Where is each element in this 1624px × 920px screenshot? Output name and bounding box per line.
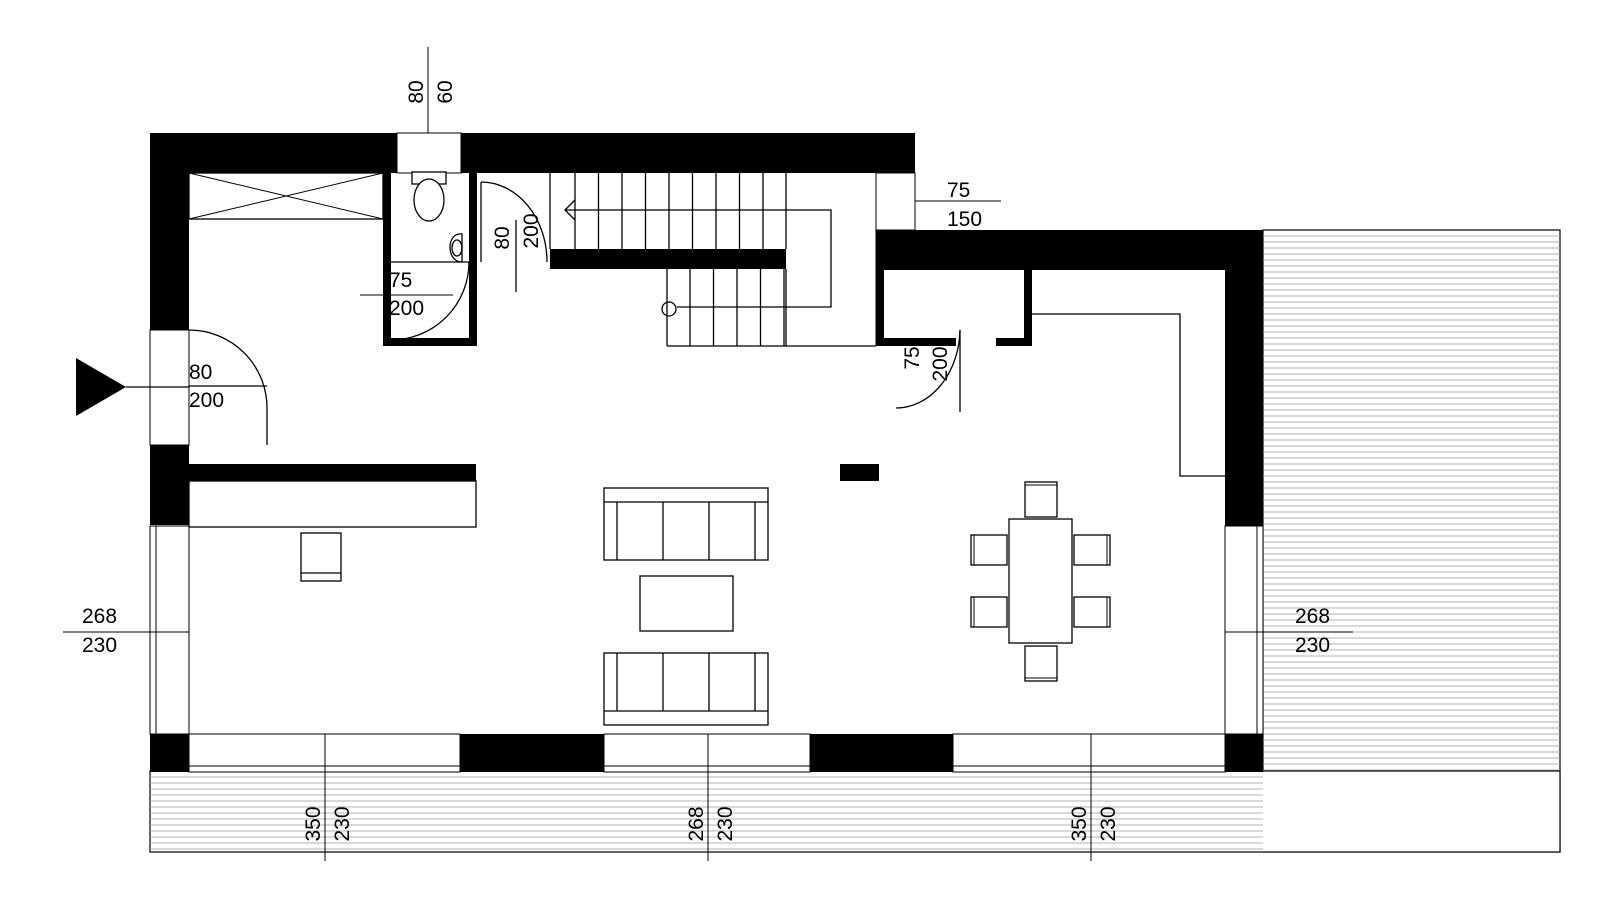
washbasin-icon: [449, 233, 463, 263]
dim-bottom-window-2-height: 230: [714, 806, 737, 841]
dimension-lines: [63, 47, 1353, 861]
staircase: [549, 173, 877, 347]
dim-left-window-width: 268: [82, 605, 117, 628]
dim-bottom-window-1-height: 230: [331, 806, 354, 841]
dim-entrance-door: 80 200: [189, 361, 224, 412]
dim-pantry-door-height: 200: [929, 346, 952, 381]
dim-wc-door: 75 200: [389, 269, 424, 320]
dim-stair-door-width: 80: [491, 226, 514, 249]
dim-bottom-window-3-height: 230: [1097, 806, 1120, 841]
dim-left-window-height: 230: [82, 634, 117, 657]
dim-top-right-window-width: 75: [947, 179, 970, 202]
dim-top-vent-height: 60: [434, 80, 457, 103]
dim-pantry-door-width: 75: [901, 346, 924, 369]
dim-left-window: 268 230: [82, 605, 117, 657]
outer-walls: [150, 133, 1263, 772]
dim-top-vent: 80 60: [405, 80, 457, 103]
dining-table: [1008, 518, 1073, 644]
dim-bottom-window-3-width: 350: [1068, 806, 1091, 841]
dim-right-window-height: 230: [1295, 634, 1330, 657]
dim-entrance-door-height: 200: [189, 389, 224, 412]
entrance-arrow: [76, 358, 189, 416]
dim-bottom-window-3: 350 230: [1068, 806, 1120, 841]
pantry-door: [895, 329, 961, 412]
toilet-icon: [411, 171, 447, 222]
dim-top-right-window: 75 150: [947, 179, 982, 231]
pantry-room: [876, 230, 1032, 346]
sofa-top: [603, 487, 769, 561]
wc-room: [383, 168, 477, 346]
window-openings: [149, 132, 1264, 773]
dim-bottom-window-2: 268 230: [685, 806, 737, 841]
terrace-right: [1262, 229, 1561, 853]
storage-box: [188, 172, 384, 220]
terrace-bottom: [149, 770, 1561, 853]
dim-entrance-door-width: 80: [189, 361, 212, 384]
dining-chairs: [970, 481, 1111, 682]
dim-top-right-window-height: 150: [947, 208, 982, 231]
counter-left: [188, 464, 477, 528]
dim-bottom-window-1: 350 230: [302, 806, 354, 841]
stool-icon: [300, 532, 342, 582]
column: [840, 464, 879, 481]
stair-door: [480, 181, 548, 292]
dim-right-window-width: 268: [1295, 605, 1330, 628]
coffee-table: [639, 575, 734, 632]
dim-right-window: 268 230: [1295, 605, 1330, 657]
dim-stair-door-height: 200: [520, 213, 543, 248]
dim-wc-door-width: 75: [389, 269, 412, 292]
dim-pantry-door: 75 200: [901, 346, 952, 381]
dim-bottom-window-1-width: 350: [302, 806, 325, 841]
kitchen-counter: [1032, 313, 1225, 477]
dim-wc-door-height: 200: [389, 297, 424, 320]
dim-bottom-window-2-width: 268: [685, 806, 708, 841]
sofa-bottom: [603, 652, 769, 726]
dim-stair-door: 80 200: [491, 213, 543, 249]
wc-door: [390, 261, 470, 341]
dim-top-vent-width: 80: [405, 80, 428, 103]
